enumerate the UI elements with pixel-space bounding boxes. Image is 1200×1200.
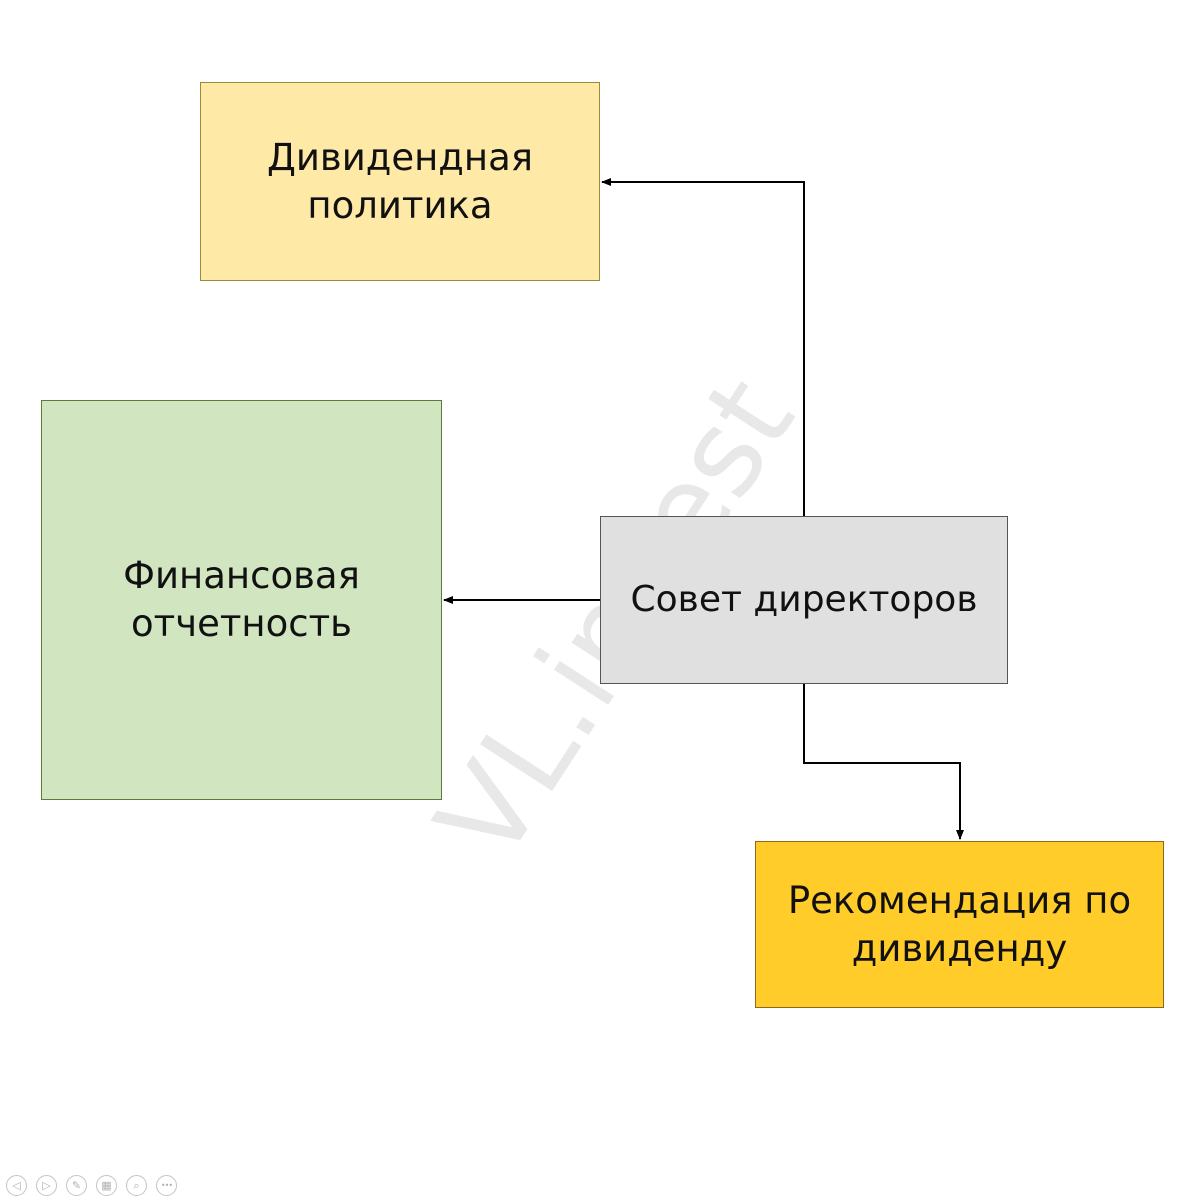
dividend-policy-label-line1: Дивидендная [266, 135, 534, 179]
dividend-recommendation-label-line2: дивиденду [851, 926, 1068, 970]
financial-statements-node: Финансовая отчетность [41, 400, 442, 800]
arrow-board-to-recommendation [803, 684, 964, 840]
pen-icon[interactable]: ✎ [66, 1175, 87, 1196]
previous-icon[interactable]: ◁ [6, 1175, 27, 1196]
arrow-board-to-policy [601, 178, 805, 516]
zoom-icon[interactable]: ⌕ [126, 1175, 147, 1196]
dividend-policy-node: Дивидендная политика [200, 82, 600, 281]
dividend-policy-label: Дивидендная политика [249, 134, 551, 230]
board-of-directors-node: Совет директоров [600, 516, 1008, 684]
board-of-directors-label: Совет директоров [630, 579, 978, 620]
financial-statements-label-line1: Финансовая [123, 554, 360, 597]
more-icon[interactable]: ••• [156, 1175, 177, 1196]
presentation-toolbar: ◁ ▷ ✎ ▦ ⌕ ••• [6, 1175, 177, 1196]
dividend-policy-label-line2: политика [307, 183, 493, 227]
dividend-recommendation-node: Рекомендация по дивиденду [755, 841, 1164, 1008]
financial-statements-label-line2: отчетность [131, 602, 352, 645]
financial-statements-label: Финансовая отчетность [105, 552, 378, 648]
next-icon[interactable]: ▷ [36, 1175, 57, 1196]
dividend-recommendation-label: Рекомендация по дивиденду [770, 877, 1149, 973]
slides-icon[interactable]: ▦ [96, 1175, 117, 1196]
dividend-recommendation-label-line1: Рекомендация по [787, 878, 1132, 922]
